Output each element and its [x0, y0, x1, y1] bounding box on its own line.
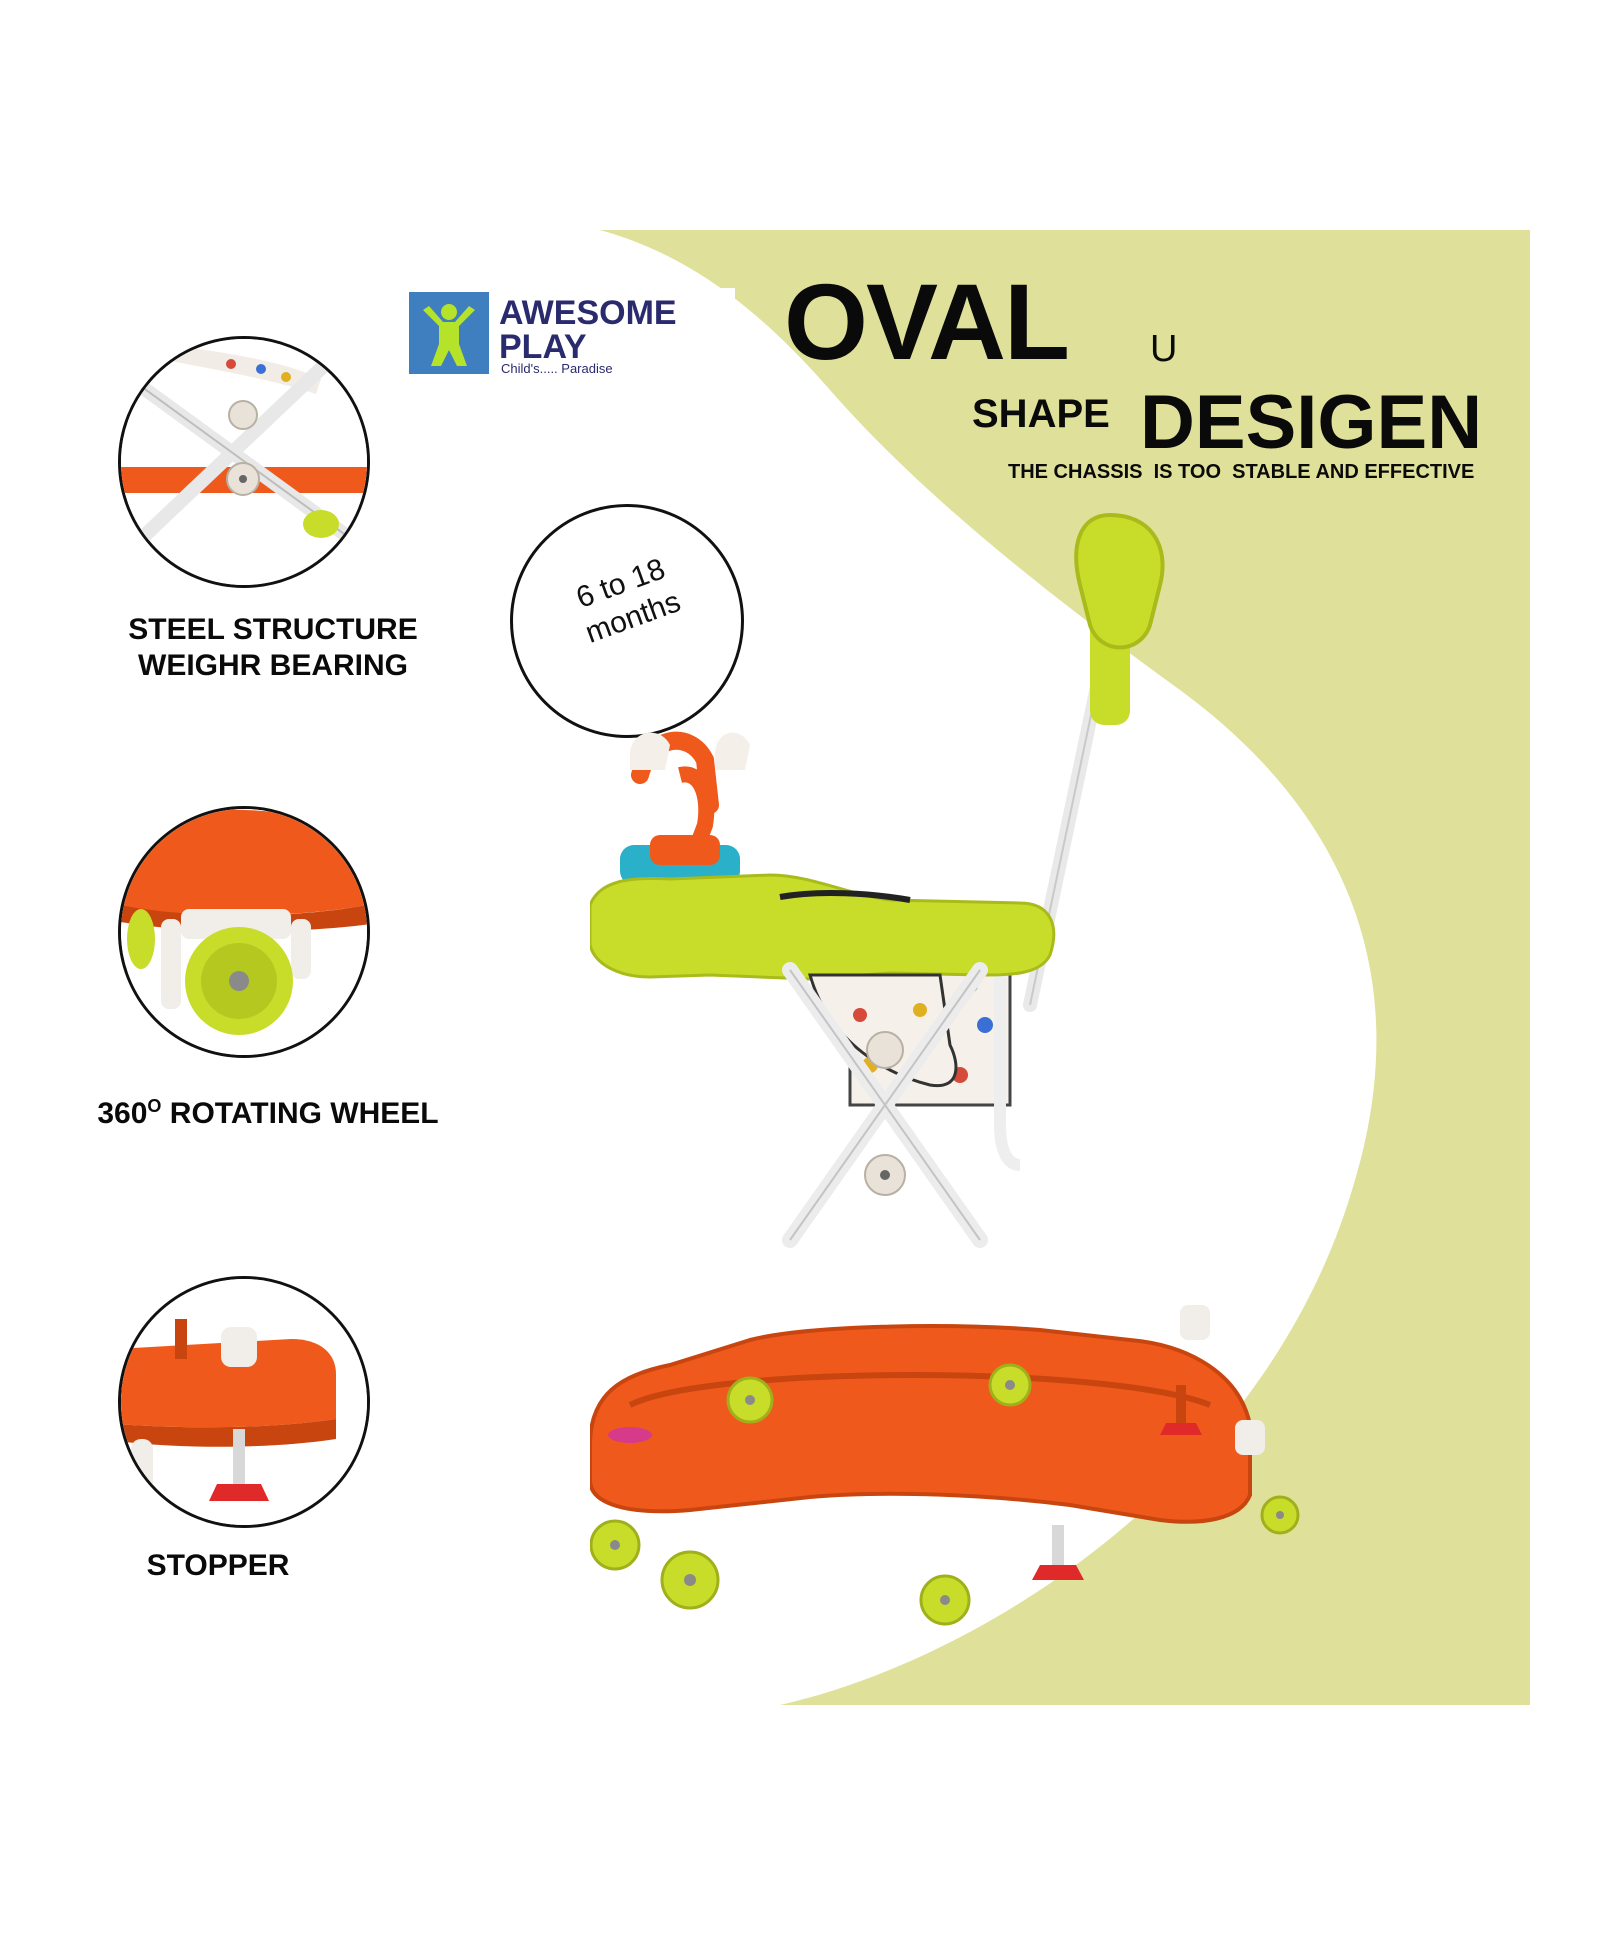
feature-steel-label: STEEL STRUCTURE WEIGHR BEARING — [108, 612, 438, 684]
headline-oval: OVAL — [784, 261, 1070, 382]
age-range-badge: 6 to 18 months — [510, 504, 744, 738]
stopper-closeup — [118, 1276, 370, 1528]
feature-wheel-degree: O — [147, 1096, 162, 1116]
feature-wheel-label: 360O ROTATING WHEEL — [78, 1088, 458, 1132]
headline-shape: SHAPE — [972, 392, 1110, 436]
feature-steel-line2: WEIGHR BEARING — [138, 649, 408, 682]
feature-steel-line1: STEEL STRUCTURE — [128, 613, 418, 646]
feature-wheel-rest: ROTATING WHEEL — [161, 1097, 439, 1130]
feature-wheel-prefix: 360 — [97, 1097, 148, 1130]
feature-stopper-line1: STOPPER — [146, 1549, 290, 1582]
headline-desigen: DESIGEN — [1140, 380, 1483, 465]
headline-subtitle: THE CHASSIS IS TOO STABLE AND EFFECTIVE — [1008, 461, 1475, 483]
baby-walker-illustration — [590, 512, 1300, 1626]
child-figure-icon — [409, 292, 489, 374]
logo-brand-line1: AWESOME — [499, 294, 677, 332]
steel-frame-closeup — [118, 336, 370, 588]
wheel-closeup — [118, 806, 370, 1058]
feature-stopper-label: STOPPER — [118, 1548, 318, 1584]
logo-tagline: Child's..... Paradise — [501, 361, 613, 376]
headline-small-u: U — [1150, 328, 1178, 370]
brand-logo: AWESOME PLAY Child's..... Paradise — [405, 288, 735, 378]
logo-brand-line2: PLAY — [499, 328, 587, 366]
